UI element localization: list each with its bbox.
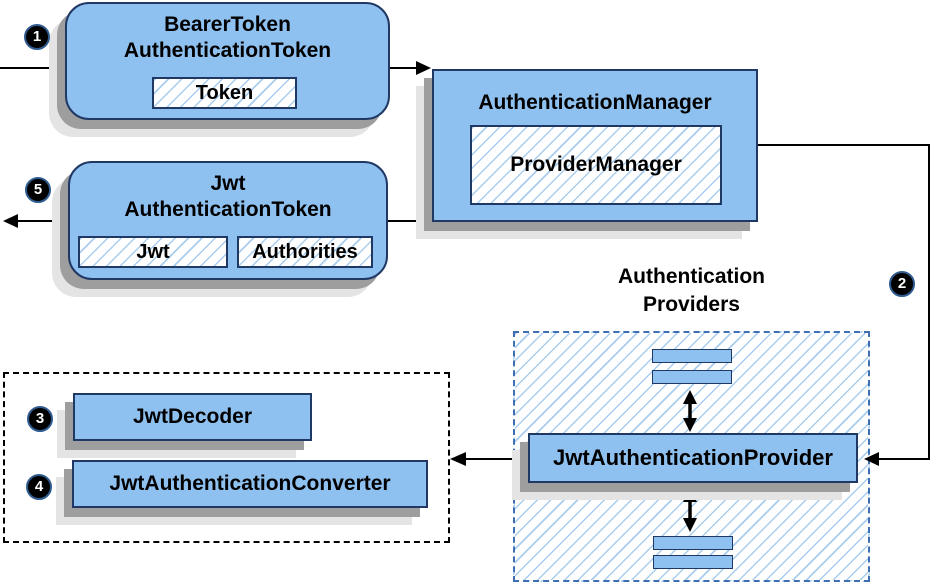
authentication-providers-title-line1: Authentication: [618, 265, 765, 288]
authentication-providers-title: Authentication Providers: [513, 263, 870, 319]
provider-placeholder-rect: [653, 536, 733, 550]
node-jwt-authentication-converter: JwtAuthenticationConverter: [72, 460, 428, 508]
node-jwt-authentication-token: Jwt AuthenticationToken Jwt Authorities: [68, 161, 388, 280]
node-jwt-authentication-provider: JwtAuthenticationProvider: [528, 433, 858, 483]
step-1-badge: 1: [24, 24, 50, 50]
jwt-token-title-line1: Jwt: [210, 172, 246, 195]
token-chip: Token: [152, 77, 297, 109]
step-3-badge: 3: [27, 406, 53, 432]
node-bearer-token-authentication-token: BearerToken AuthenticationToken Token: [65, 2, 390, 120]
bearer-token-title-line2: AuthenticationToken: [123, 39, 332, 62]
authentication-manager-title: AuthenticationManager: [478, 91, 712, 114]
provider-placeholder-rect: [652, 370, 732, 384]
node-jwt-decoder: JwtDecoder: [73, 393, 312, 441]
step-2-badge: 2: [889, 271, 915, 297]
bearer-token-title: BearerToken AuthenticationToken: [67, 12, 388, 64]
step-5-badge: 5: [25, 177, 51, 203]
bearer-token-title-line1: BearerToken: [164, 13, 291, 36]
authentication-providers-title-line2: Providers: [643, 293, 740, 316]
authorities-chip: Authorities: [237, 236, 373, 268]
node-authentication-manager: AuthenticationManager ProviderManager: [432, 69, 758, 222]
provider-placeholder-rect: [653, 555, 733, 569]
provider-placeholder-rect: [652, 349, 732, 363]
provider-manager-chip: ProviderManager: [470, 125, 722, 205]
jwt-chip: Jwt: [78, 236, 228, 268]
jwt-token-title-line2: AuthenticationToken: [124, 198, 332, 221]
jwt-token-title: Jwt AuthenticationToken: [70, 171, 386, 223]
step-4-badge: 4: [26, 474, 52, 500]
